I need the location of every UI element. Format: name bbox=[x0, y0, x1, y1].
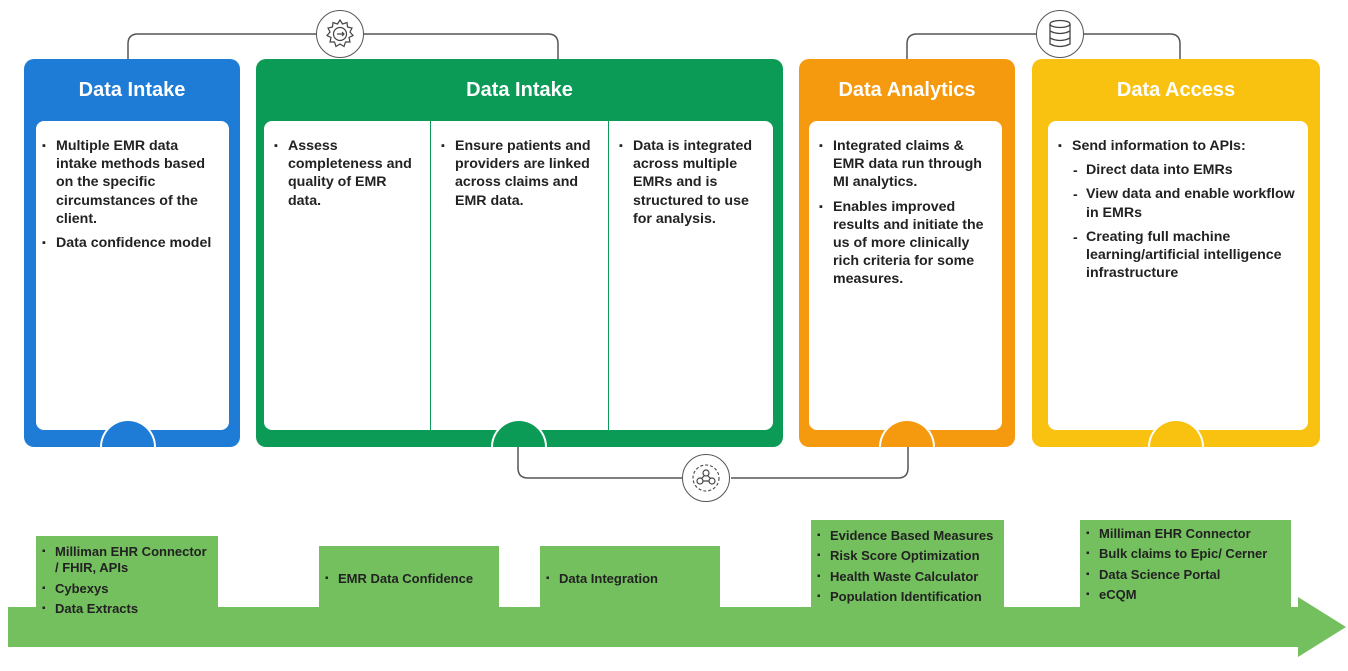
bullet-text: Send information to APIs: bbox=[1072, 138, 1246, 154]
bullet-item: Multiple EMR data intake methods based o… bbox=[42, 137, 221, 228]
product-item: Cybexys bbox=[42, 581, 212, 598]
product-item: Evidence Based Measures bbox=[817, 528, 998, 545]
product-item: Data Science Portal bbox=[1086, 567, 1285, 584]
stage-content: Integrated claims & EMR data run through… bbox=[809, 121, 1002, 430]
stage-column: Ensure patients and providers are linked… bbox=[430, 121, 608, 430]
product-box: Evidence Based Measures Risk Score Optim… bbox=[811, 520, 1004, 644]
product-item: Milliman EHR Connector bbox=[1086, 526, 1285, 543]
bullet-item: Ensure patients and providers are linked… bbox=[441, 137, 598, 210]
sub-item: Creating full machine learning/artificia… bbox=[1072, 228, 1298, 283]
network-analysis-icon bbox=[682, 454, 730, 502]
stage-card-data-intake-green: Data Intake Assess completeness and qual… bbox=[256, 59, 783, 447]
sub-item: View data and enable workflow in EMRs bbox=[1072, 185, 1298, 221]
bullet-item: Enables improved results and initiate th… bbox=[819, 198, 992, 289]
product-box: EMR Data Confidence bbox=[319, 546, 499, 616]
stage-card-data-intake-blue: Data Intake Multiple EMR data intake met… bbox=[24, 59, 240, 447]
stage-card-data-analytics: Data Analytics Integrated claims & EMR d… bbox=[799, 59, 1015, 447]
bullet-item: Data confidence model bbox=[42, 234, 221, 252]
stage-content: Send information to APIs: Direct data in… bbox=[1048, 121, 1308, 430]
product-item: Risk Score Optimization bbox=[817, 548, 998, 565]
stage-column: Data is integrated across multiple EMRs … bbox=[608, 121, 773, 430]
sub-item: Direct data into EMRs bbox=[1072, 161, 1298, 179]
stage-column: Assess completeness and quality of EMR d… bbox=[264, 121, 430, 430]
bullet-item: Data is integrated across multiple EMRs … bbox=[619, 137, 763, 228]
stage-title: Data Access bbox=[1116, 78, 1236, 101]
bullet-item: Assess completeness and quality of EMR d… bbox=[274, 137, 420, 210]
product-item: Data Integration bbox=[546, 571, 658, 588]
gear-connector-icon bbox=[316, 10, 364, 58]
stage-content: Assess completeness and quality of EMR d… bbox=[264, 121, 773, 430]
product-item: Milliman EHR Connector / FHIR, APIs bbox=[42, 544, 212, 577]
stage-content: Multiple EMR data intake methods based o… bbox=[36, 121, 229, 430]
product-item: eCQM bbox=[1086, 587, 1285, 604]
product-box: Milliman EHR Connector / FHIR, APIs Cybe… bbox=[36, 536, 218, 636]
product-item: EMR Data Confidence bbox=[325, 571, 473, 588]
product-item: Data Extracts bbox=[42, 601, 212, 618]
product-item: Population Identification bbox=[817, 589, 998, 606]
stage-title: Data Intake bbox=[466, 78, 573, 101]
product-item: Bulk claims to Epic/ Cerner bbox=[1086, 546, 1285, 563]
product-box: Milliman EHR Connector Bulk claims to Ep… bbox=[1080, 520, 1291, 610]
product-item: Health Waste Calculator bbox=[817, 569, 998, 586]
stage-card-data-access: Data Access Send information to APIs: Di… bbox=[1032, 59, 1320, 447]
stage-title: Data Analytics bbox=[838, 78, 976, 101]
stage-title: Data Intake bbox=[78, 78, 186, 101]
bullet-item: Send information to APIs: Direct data in… bbox=[1058, 137, 1298, 282]
bullet-item: Integrated claims & EMR data run through… bbox=[819, 137, 992, 192]
database-icon bbox=[1036, 10, 1084, 58]
product-box: Data Integration bbox=[540, 546, 720, 616]
